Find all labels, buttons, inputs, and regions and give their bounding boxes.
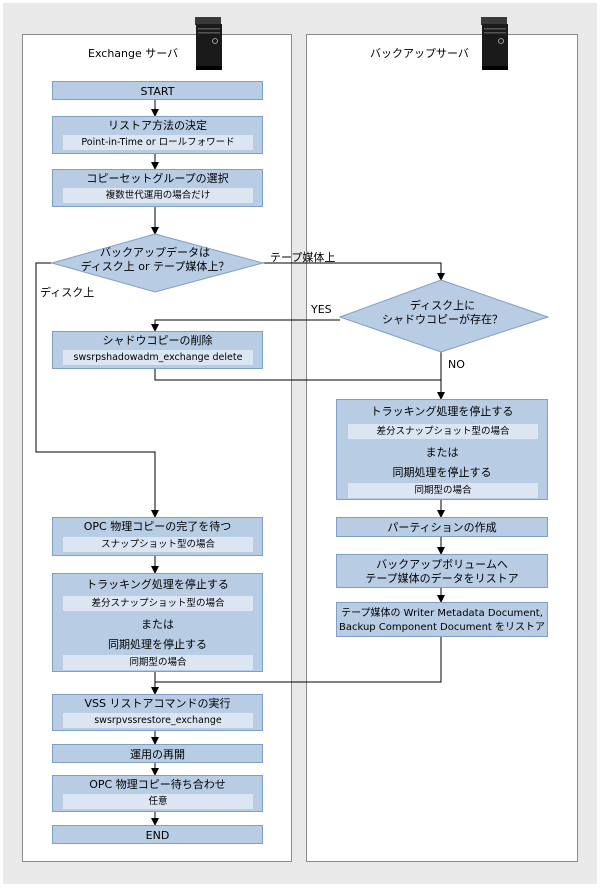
decision-diamond-shadow xyxy=(338,279,550,353)
disk-label: ディスク上 xyxy=(40,286,95,299)
copy-set-sub: 複数世代運用の場合だけ xyxy=(63,188,253,203)
copy-set-box: コピーセットグループの選択 複数世代運用の場合だけ xyxy=(52,169,263,207)
shadow-delete-label: シャドウコピーの削除 xyxy=(102,334,213,347)
tracking-stop-right-sub1: 差分スナップショット型の場合 xyxy=(348,424,538,439)
tracking-stop-left-label2: 同期処理を停止する xyxy=(108,638,207,651)
opc-sync-box: OPC 物理コピー待ち合わせ 任意 xyxy=(52,775,263,812)
tracking-stop-right-sub2: 同期型の場合 xyxy=(348,483,538,498)
resume-label: 運用の再開 xyxy=(130,748,185,761)
decision-diamond-location xyxy=(50,233,265,293)
tracking-stop-left-sub1: 差分スナップショット型の場合 xyxy=(63,596,253,611)
copy-set-label: コピーセットグループの選択 xyxy=(86,172,229,185)
decision-location-line1: バックアップデータは xyxy=(100,246,210,259)
opc-sync-sub: 任意 xyxy=(63,794,253,809)
tracking-stop-left-or: または xyxy=(141,618,174,631)
shadow-delete-sub: swsrpshadowadm_exchange delete xyxy=(63,350,253,365)
restore-volume-line1: バックアップボリュームへ xyxy=(376,558,508,571)
decision-location-line2: ディスク上 or テープ媒体上？ xyxy=(80,260,230,273)
decision-shadow-line1: ディスク上に xyxy=(409,299,476,312)
no-label: NO xyxy=(448,358,465,371)
restore-docs-box: テープ媒体の Writer Metadata Document, Backup … xyxy=(336,602,548,637)
tracking-stop-right-label1: トラッキング処理を停止する xyxy=(370,405,514,418)
opc-wait-sub: スナップショット型の場合 xyxy=(63,537,253,552)
restore-docs-line2: Backup Component Document をリストア xyxy=(338,622,546,633)
start-label: START xyxy=(140,85,175,98)
backup-server-title: バックアップサーバ xyxy=(370,47,469,60)
tracking-stop-right-box: トラッキング処理を停止する 差分スナップショット型の場合 または 同期処理を停止… xyxy=(336,399,548,500)
decision-shadow-line2: シャドウコピーが存在？ xyxy=(382,313,503,326)
tracking-stop-right-or: または xyxy=(425,446,459,459)
vss-restore-label: VSS リストアコマンドの実行 xyxy=(84,697,231,710)
restore-volume-line2: テープ媒体のデータをリストア xyxy=(365,572,519,585)
yes-label: YES xyxy=(311,303,332,316)
opc-wait-box: OPC 物理コピーの完了を待つ スナップショット型の場合 xyxy=(52,517,263,556)
shadow-delete-box: シャドウコピーの削除 swsrpshadowadm_exchange delet… xyxy=(52,331,263,369)
end-label: END xyxy=(145,829,170,842)
end-box: END xyxy=(52,825,263,844)
partition-label: パーティションの作成 xyxy=(387,521,497,534)
restore-docs-line1: テープ媒体の Writer Metadata Document, xyxy=(341,608,543,619)
restore-volume-box: バックアップボリュームへ テープ媒体のデータをリストア xyxy=(336,554,548,588)
tracking-stop-left-box: トラッキング処理を停止する 差分スナップショット型の場合 または 同期処理を停止… xyxy=(52,573,263,672)
partition-box: パーティションの作成 xyxy=(336,517,548,537)
vss-restore-sub: swsrpvssrestore_exchange xyxy=(63,713,253,728)
opc-wait-label: OPC 物理コピーの完了を待つ xyxy=(83,520,232,533)
tracking-stop-right-label2: 同期処理を停止する xyxy=(392,466,492,479)
tape-label: テープ媒体上 xyxy=(270,251,336,264)
start-box: START xyxy=(52,81,263,100)
tracking-stop-left-label1: トラッキング処理を停止する xyxy=(86,578,229,591)
exchange-server-title: Exchange サーバ xyxy=(88,47,179,60)
resume-box: 運用の再開 xyxy=(52,744,263,763)
restore-method-label: リストア方法の決定 xyxy=(108,119,207,132)
vss-restore-box: VSS リストアコマンドの実行 swsrpvssrestore_exchange xyxy=(52,694,263,731)
tracking-stop-left-sub2: 同期型の場合 xyxy=(63,655,253,670)
restore-method-sub: Point-in-Time or ロールフォワード xyxy=(63,135,253,150)
opc-sync-label: OPC 物理コピー待ち合わせ xyxy=(89,778,226,791)
restore-method-box: リストア方法の決定 Point-in-Time or ロールフォワード xyxy=(52,116,263,154)
